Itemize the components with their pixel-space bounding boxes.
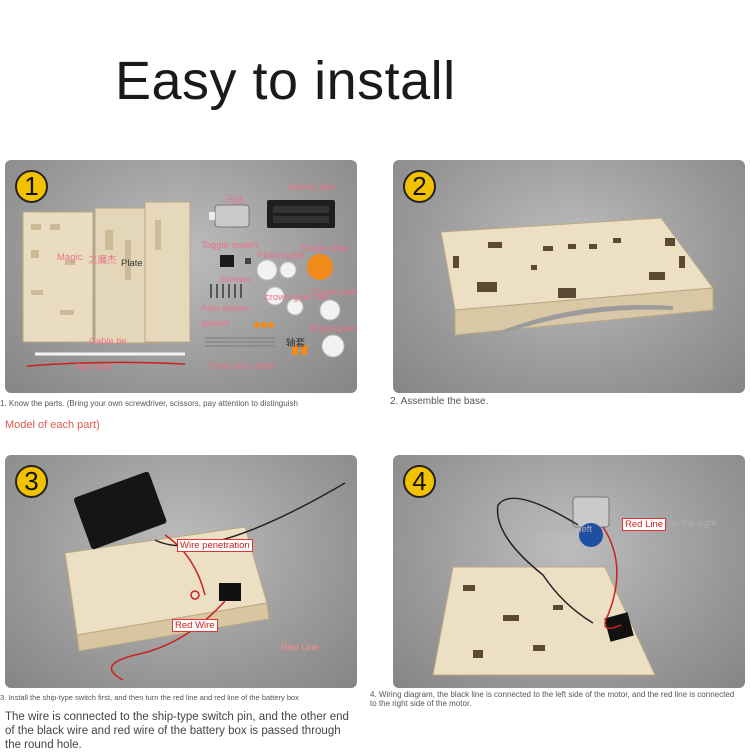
wire-penetration-label: Wire penetration [177,539,253,552]
red-line-label: Red Line [281,642,320,653]
base-illustration [440,217,714,336]
crown-teeth-label: Crown teeth [312,287,357,298]
magic-cn-label: 之魔杰 [88,255,117,266]
step-3-badge: 3 [15,465,48,498]
step-3-photo: 3 Wire penetration Red Wire Red Line [5,455,357,688]
shaft-cn-label: 轴套 [286,338,306,349]
single-gear-label-1: Single gear [301,243,350,254]
parts-illustration [22,200,345,367]
step-2-caption: 2. Assemble the base. [390,396,489,407]
red-line-label-motor: Red Line [622,518,667,531]
step-4-photo: 4 Black line on the left Red Line on the… [393,455,745,688]
iron-shaft-label: 70mm iron shaft [207,361,276,372]
single-gear-label-2: Single gear [308,323,357,334]
step-1-caption: 1. Know the parts. (Bring your own screw… [0,399,298,408]
step-1-subnote: Model of each part) [5,419,100,431]
plate-label: Plate [121,258,143,269]
step-2-photo: 2 [393,160,745,393]
crown-gear-set-label: crown gear set [265,292,328,303]
step-1-photo: 1 [5,160,357,393]
switch-label: Toggle switch [201,240,259,251]
cable-tie-label: Cable tie [89,336,127,347]
black-line-label: Black line on the left [507,524,593,535]
motor-label: 马达 [225,195,245,206]
step-4-badge: 4 [403,465,436,498]
pinion-label: Pinion gear [257,250,306,261]
gasket-label: gasket [201,318,229,329]
step-3-caption: 3. Install the ship-type switch first, a… [0,693,299,702]
wiring-illustration [432,496,656,676]
step-2-badge: 2 [403,170,436,203]
wire-label: Red wire [75,362,113,373]
screws-label: Screws [220,274,252,285]
step-3-paragraph: The wire is connected to the ship-type s… [5,711,349,751]
switch-install-illustration [64,471,346,681]
magic-label: Magic [57,252,83,263]
page-title: Easy to install [115,51,456,111]
step-1-badge: 1 [15,170,48,203]
red-wire-label: Red Wire [172,619,218,632]
step-4-caption: 4. Wiring diagram, the black line is con… [370,690,735,709]
red-line-suffix-label: on the right [669,518,717,529]
axle-sleeve-label: Axle sleeve [201,303,250,314]
battery-box-label: Battery Box [287,182,337,193]
